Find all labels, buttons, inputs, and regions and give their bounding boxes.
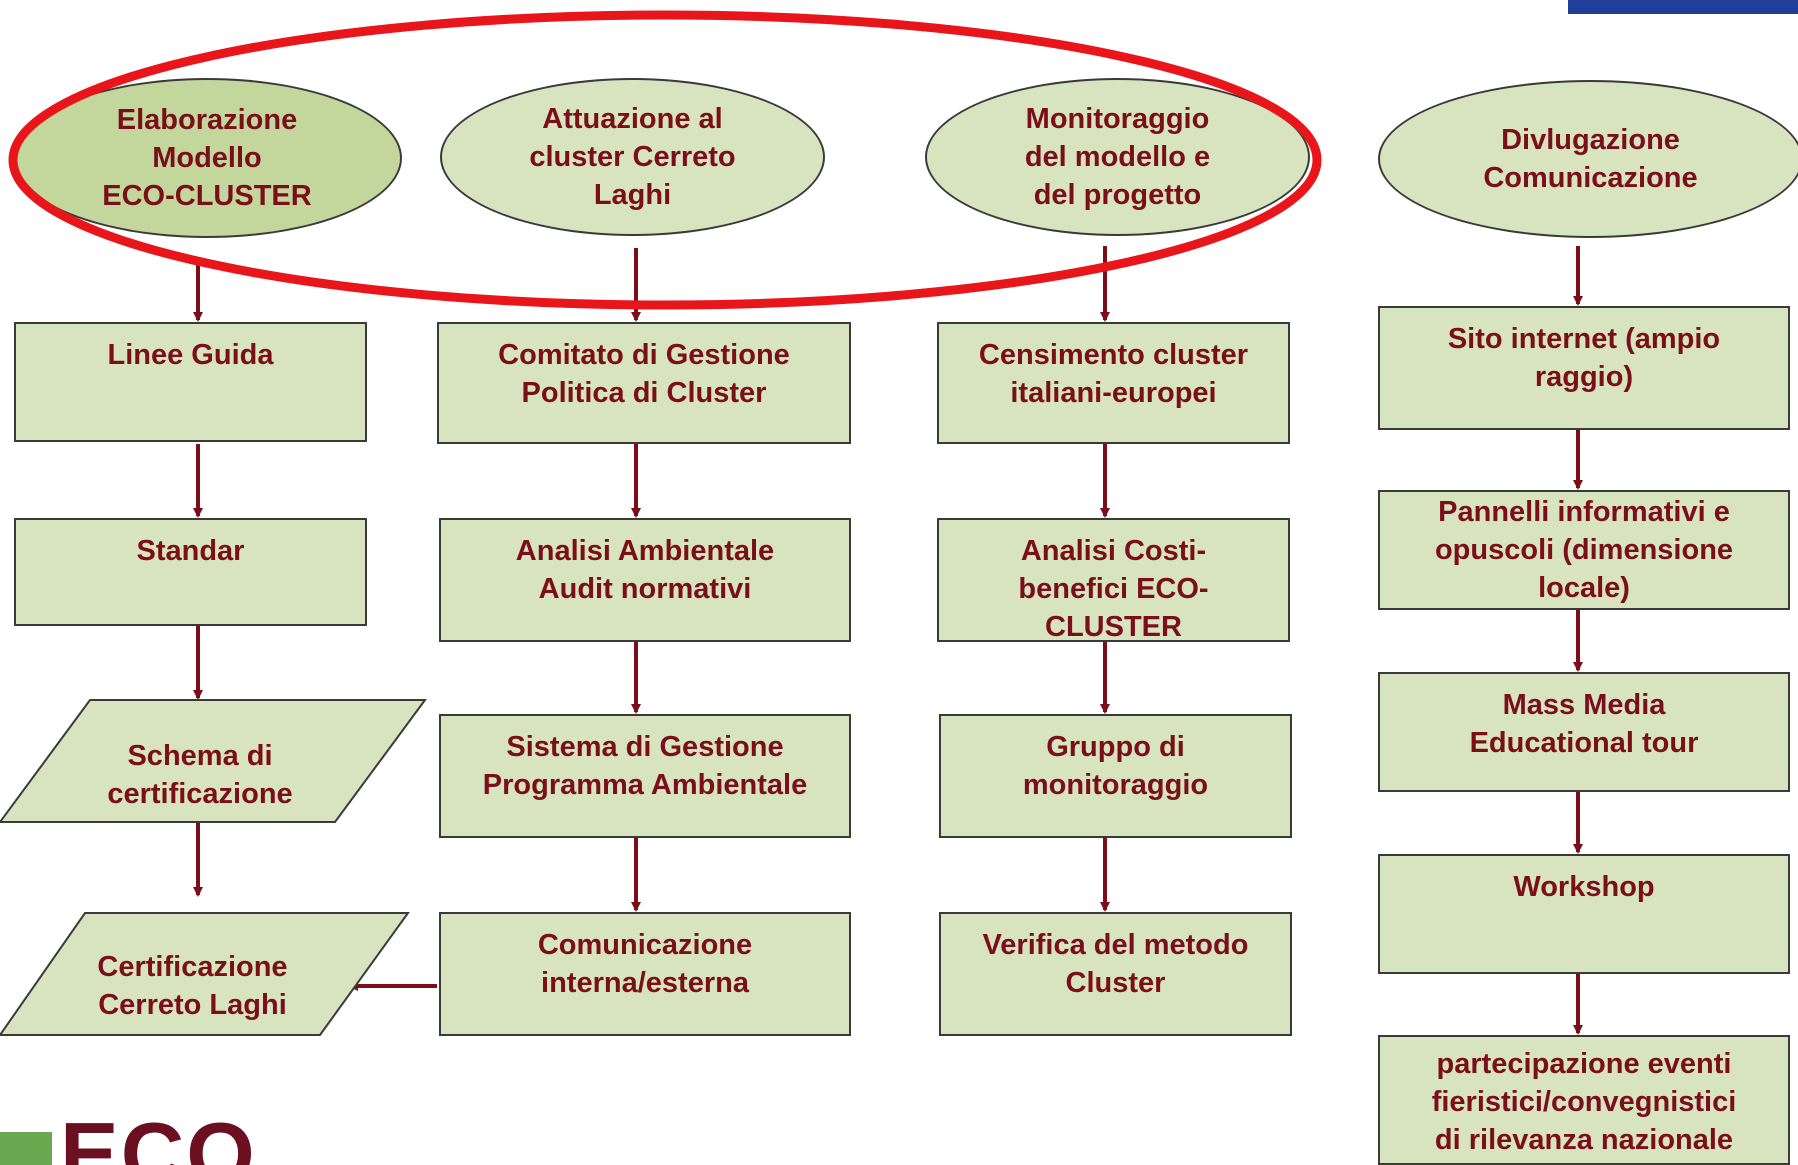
step-col4-1: Sito internet (ampio raggio) bbox=[1378, 306, 1790, 430]
header-col1: Elaborazione Modello ECO-CLUSTER bbox=[12, 78, 402, 238]
step-col4-1-text: Sito internet (ampio raggio) bbox=[1447, 323, 1721, 393]
step-col3-2-text: Analisi Costi- benefici ECO- CLUSTER bbox=[1018, 535, 1209, 643]
header-col3-text: Monitoraggio del modello e del progetto bbox=[1024, 103, 1211, 211]
step-col3-3-text: Gruppo di monitoraggio bbox=[1022, 731, 1209, 801]
header-col4: Divlugazione Comunicazione bbox=[1378, 80, 1798, 238]
step-col4-5-text: partecipazione eventi fieristici/convegn… bbox=[1431, 1048, 1737, 1156]
step-col1-3-shape bbox=[0, 699, 427, 823]
logo-text: ECO bbox=[60, 1118, 257, 1165]
parallelogram-shapes bbox=[0, 699, 427, 1036]
step-col1-2-text: Standar bbox=[136, 535, 245, 567]
step-col1-1: Linee Guida bbox=[14, 322, 367, 442]
step-col1-3-text: Schema di certificazione bbox=[107, 740, 293, 810]
step-col2-1-text: Comitato di Gestione Politica di Cluster bbox=[498, 339, 790, 409]
step-col3-4: Verifica del metodo Cluster bbox=[939, 912, 1292, 1036]
step-col2-3: Sistema di Gestione Programma Ambientale bbox=[439, 714, 851, 838]
header-col4-text: Divlugazione Comunicazione bbox=[1483, 124, 1698, 194]
step-col1-4-text: Certificazione Cerreto Laghi bbox=[97, 951, 288, 1021]
step-col2-4: Comunicazione interna/esterna bbox=[439, 912, 851, 1036]
step-col4-2-text: Pannelli informativi e opuscoli (dimensi… bbox=[1434, 496, 1734, 604]
step-col3-1-text: Censimento cluster italiani-europei bbox=[978, 339, 1249, 409]
step-col2-4-text: Comunicazione interna/esterna bbox=[537, 929, 753, 999]
step-col1-2: Standar bbox=[14, 518, 367, 626]
header-col2: Attuazione al cluster Cerreto Laghi bbox=[440, 78, 825, 236]
step-col2-2: Analisi Ambientale Audit normativi bbox=[439, 518, 851, 642]
header-col2-text: Attuazione al cluster Cerreto Laghi bbox=[529, 103, 736, 211]
leaf-icon bbox=[0, 1132, 52, 1165]
step-col2-2-text: Analisi Ambientale Audit normativi bbox=[515, 535, 775, 605]
step-col3-2: Analisi Costi- benefici ECO- CLUSTER bbox=[937, 518, 1290, 643]
step-col2-1: Comitato di Gestione Politica di Cluster bbox=[437, 322, 851, 444]
step-col4-4: Workshop bbox=[1378, 854, 1790, 974]
step-col4-3-text: Mass Media Educational tour bbox=[1469, 689, 1699, 759]
step-col3-3: Gruppo di monitoraggio bbox=[939, 714, 1292, 838]
step-col4-4-text: Workshop bbox=[1513, 871, 1655, 903]
step-col4-2: Pannelli informativi e opuscoli (dimensi… bbox=[1378, 490, 1790, 610]
step-col3-1: Censimento cluster italiani-europei bbox=[937, 322, 1290, 444]
eu-flag bbox=[1568, 0, 1798, 14]
step-col4-5: partecipazione eventi fieristici/convegn… bbox=[1378, 1035, 1790, 1165]
header-col3: Monitoraggio del modello e del progetto bbox=[925, 78, 1310, 236]
step-col1-1-text: Linee Guida bbox=[107, 339, 274, 371]
step-col3-4-text: Verifica del metodo Cluster bbox=[982, 929, 1249, 999]
step-col4-3: Mass Media Educational tour bbox=[1378, 672, 1790, 792]
eco-cluster-logo: ECO bbox=[0, 1118, 300, 1165]
step-col2-3-text: Sistema di Gestione Programma Ambientale bbox=[482, 731, 808, 801]
step-col1-4-shape bbox=[0, 912, 410, 1036]
header-col1-text: Elaborazione Modello ECO-CLUSTER bbox=[102, 104, 312, 212]
